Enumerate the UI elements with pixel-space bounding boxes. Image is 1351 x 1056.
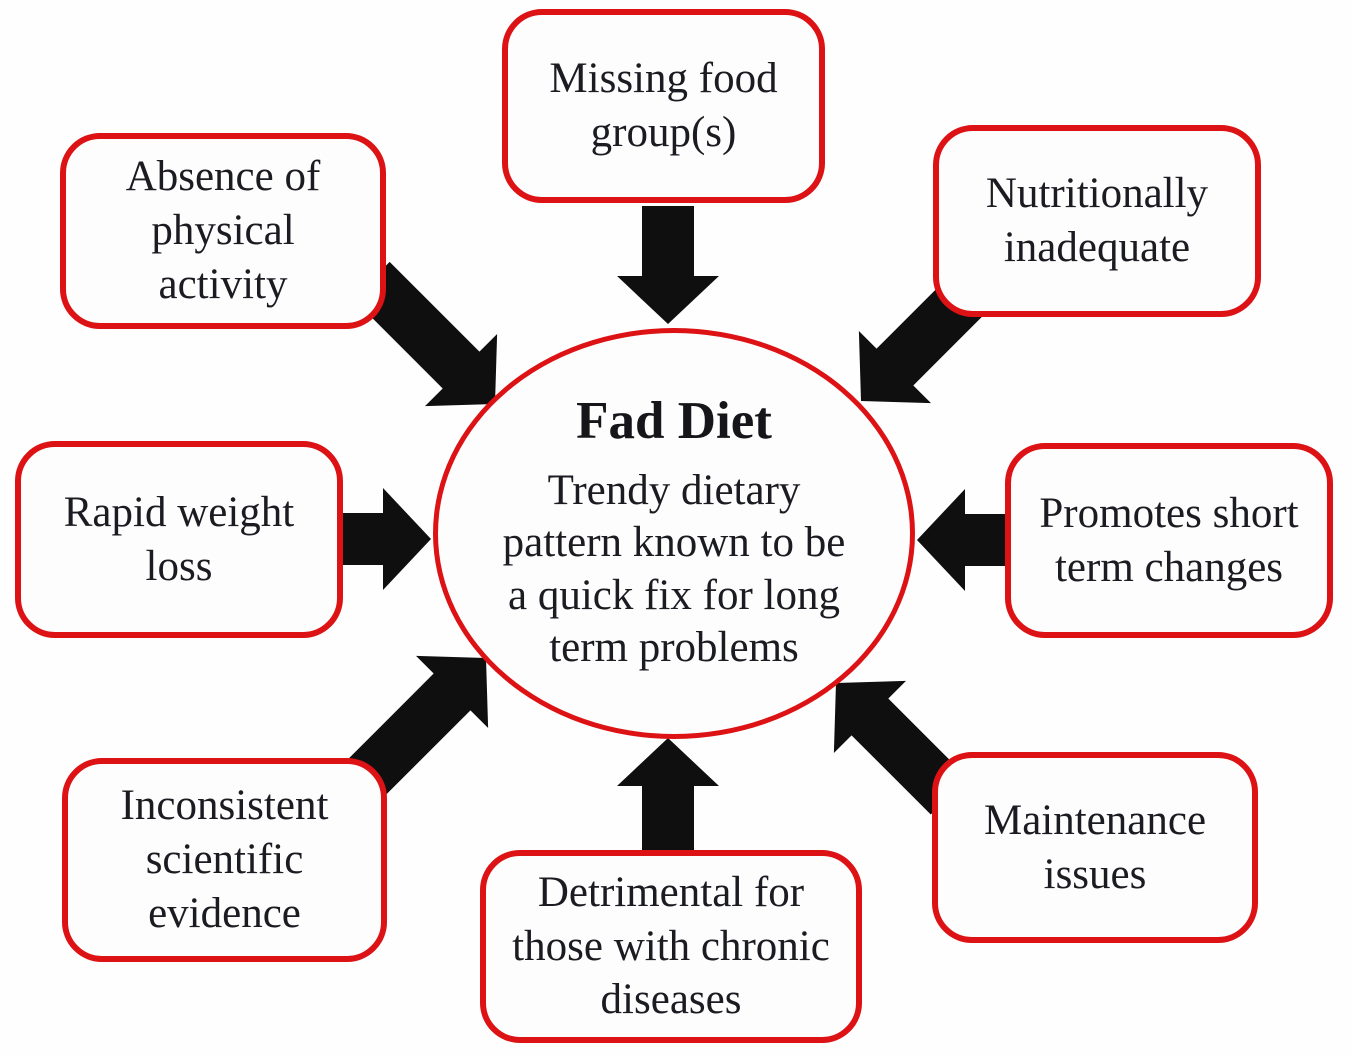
factor-label: Inconsistent scientific evidence [120,782,329,937]
factor-box-inconsistent-scientific-evidence: Inconsistent scientific evidence [62,758,387,962]
factor-box-promotes-short-term-changes: Promotes short term changes [1005,443,1333,638]
arrow-up-from-detrimental [617,738,719,852]
factor-label: Promotes short term changes [1039,489,1299,591]
factor-label: Missing food group(s) [549,55,778,156]
factor-box-absence-physical-activity: Absence of physical activity [60,133,386,329]
factor-box-maintenance-issues: Maintenance issues [932,752,1258,943]
factor-label: Absence of physical activity [125,153,321,308]
center-node-fad-diet: Fad Diet Trendy dietary pattern known to… [433,328,915,739]
factor-box-detrimental-chronic-diseases: Detrimental for those with chronic disea… [480,850,862,1043]
arrow-down-from-missing-food [617,206,719,324]
center-title: Fad Diet [576,392,772,451]
factor-label: Detrimental for those with chronic disea… [512,868,830,1024]
arrow-left-from-promotes-short-term [917,489,1007,591]
center-description: Trendy dietary pattern known to be a qui… [502,466,846,672]
factor-box-nutritionally-inadequate: Nutritionally inadequate [933,125,1261,317]
factor-box-missing-food-groups: Missing food group(s) [502,9,825,203]
factor-label: Nutritionally inadequate [985,170,1209,271]
factor-box-rapid-weight-loss: Rapid weight loss [15,441,343,638]
arrow-up-right-from-inconsistent-evidence [348,655,489,796]
factor-label: Maintenance issues [983,796,1207,898]
factor-label: Rapid weight loss [63,488,295,590]
arrow-right-from-rapid-weight-loss [341,488,431,590]
arrow-down-right-from-absence-physical-activity [352,261,498,407]
